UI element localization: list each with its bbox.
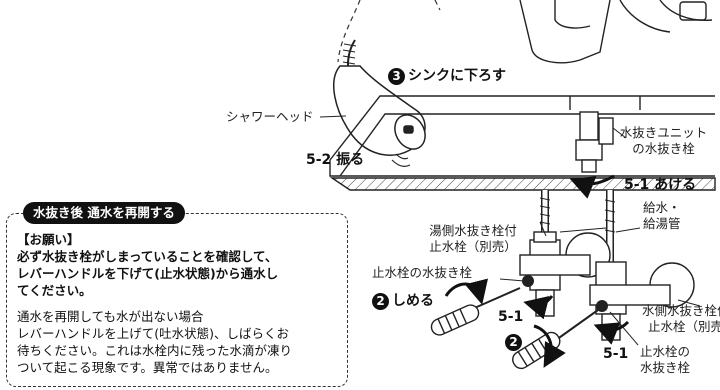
cold-valve-label: 水側水抜き栓付 止水栓（別売） [642,303,720,334]
countertop [329,95,716,191]
faucet-body [519,0,713,64]
notice-body-line: 通水を再開しても水が出ない場合 [17,309,204,324]
stop-valve-drain-label: 止水栓の水抜き栓 [372,265,473,280]
notice-body-line: ついて起こる現象です。異常ではありません。 [17,360,278,375]
stop-valve-drain2-label: 止水栓の 水抜き栓 [640,344,691,375]
notice-bold-line: レバーハンドルを下げて(止水状態)から通水し [17,266,279,281]
step5-1-label-b: 5-1 [603,346,629,362]
drain-unit-label: 水抜きユニット の水抜き栓 [619,125,708,156]
step5-2-label: 5-2 振る [306,152,365,168]
open-arrow-right [593,320,630,345]
notice-body-line: 待ちください。これは水栓内に残った水滴が凍り [17,343,293,358]
notice-body-line: レバーハンドルを上げて(吐水状態)、しばらくお [17,326,290,341]
shower-head-label: シャワーヘッド [226,109,314,124]
close-arrow-left [444,278,488,305]
supply-pipe-label: 給水・ 給湯管 [643,200,681,231]
notice-bold-line: 必ず水抜き栓がしまっていることを確認して、 [17,249,278,264]
step2-badge: 2 [372,292,389,310]
notice-title: 水抜き後 通水を再開する [23,202,185,224]
drain-unit [575,111,614,173]
close-arrow-right [533,324,566,368]
step5-1-open-label: 5-1 あける [624,177,697,193]
step3-badge: 3 [388,67,405,85]
screwdriver-left [430,287,521,336]
step5-1-label-a: 5-1 [498,309,524,325]
notice-bold-line: てください。 [17,283,92,298]
notice-box: 水抜き後 通水を再開する 【お願い】 必ず水抜き栓がしまっていることを確認して、… [6,202,348,387]
hot-valve-label: 湯側水抜き栓付 止水栓（別売） [429,223,517,254]
open-arrow [569,174,615,199]
notice-heading: 【お願い】 [17,232,80,247]
shower-head-drawing [333,65,426,156]
step2-badge-b: 2 [505,334,522,351]
open-arrow-left [523,295,554,320]
notice-body: 【お願い】 必ず水抜き栓がしまっていることを確認して、 レバーハンドルを下げて(… [17,231,343,376]
step2-label-b: 2 [505,334,525,351]
